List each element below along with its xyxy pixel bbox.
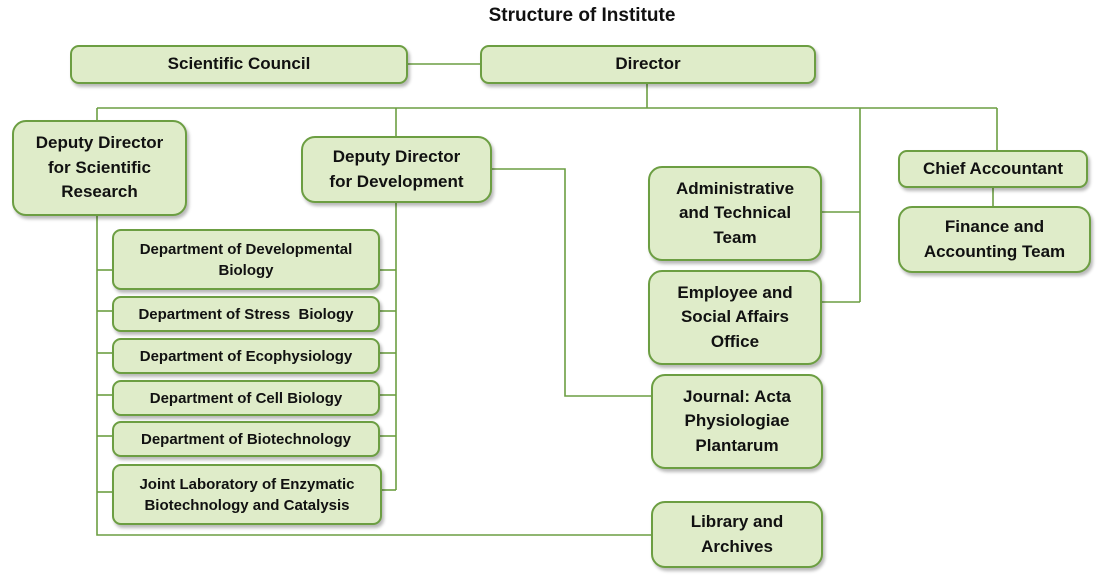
node-label: Deputy Director for Development bbox=[329, 146, 464, 191]
node-label: Library and Archives bbox=[690, 511, 784, 556]
node-deputy-director-development: Deputy Director for Development bbox=[301, 136, 492, 203]
node-label: Administrative and Technical Team bbox=[675, 178, 795, 247]
node-label: Department of Cell Biology bbox=[149, 389, 343, 407]
node-label: Director bbox=[615, 54, 681, 74]
chart-title: Structure of Institute bbox=[488, 5, 676, 26]
node-administrative-technical-team: Administrative and Technical Team bbox=[648, 166, 822, 261]
node-label: Chief Accountant bbox=[922, 158, 1064, 178]
node-library-archives: Library and Archives bbox=[651, 501, 823, 568]
node-department-stress-biology: Department of Stress Biology bbox=[112, 296, 380, 332]
node-director: Director bbox=[480, 45, 816, 84]
node-label: Journal: Acta Physiologiae Plantarum bbox=[682, 386, 791, 455]
node-scientific-council: Scientific Council bbox=[70, 45, 408, 84]
node-label: Department of Biotechnology bbox=[140, 430, 351, 448]
node-label: Department of Developmental Biology bbox=[139, 240, 353, 279]
node-label: Employee and Social Affairs Office bbox=[677, 282, 793, 351]
node-deputy-director-scientific-research: Deputy Director for Scientific Research bbox=[12, 120, 187, 216]
node-label: Finance and Accounting Team bbox=[923, 216, 1066, 261]
node-department-cell-biology: Department of Cell Biology bbox=[112, 380, 380, 416]
node-department-biotechnology: Department of Biotechnology bbox=[112, 421, 380, 457]
node-department-ecophysiology: Department of Ecophysiology bbox=[112, 338, 380, 374]
node-label: Joint Laboratory of Enzymatic Biotechnol… bbox=[139, 475, 355, 514]
node-employee-social-affairs-office: Employee and Social Affairs Office bbox=[648, 270, 822, 365]
node-chief-accountant: Chief Accountant bbox=[898, 150, 1088, 188]
node-journal-acta-physiologiae-plantarum: Journal: Acta Physiologiae Plantarum bbox=[651, 374, 823, 469]
node-label: Deputy Director for Scientific Research bbox=[35, 133, 164, 202]
node-finance-accounting-team: Finance and Accounting Team bbox=[898, 206, 1091, 273]
connector-development-journal bbox=[492, 168, 651, 397]
connector-research-spine bbox=[96, 216, 651, 536]
node-label: Scientific Council bbox=[167, 54, 311, 74]
node-joint-laboratory-enzymatic-biotechnology: Joint Laboratory of Enzymatic Biotechnol… bbox=[112, 464, 382, 525]
node-label: Department of Ecophysiology bbox=[139, 347, 353, 365]
node-department-developmental-biology: Department of Developmental Biology bbox=[112, 229, 380, 290]
node-label: Department of Stress Biology bbox=[138, 305, 354, 323]
